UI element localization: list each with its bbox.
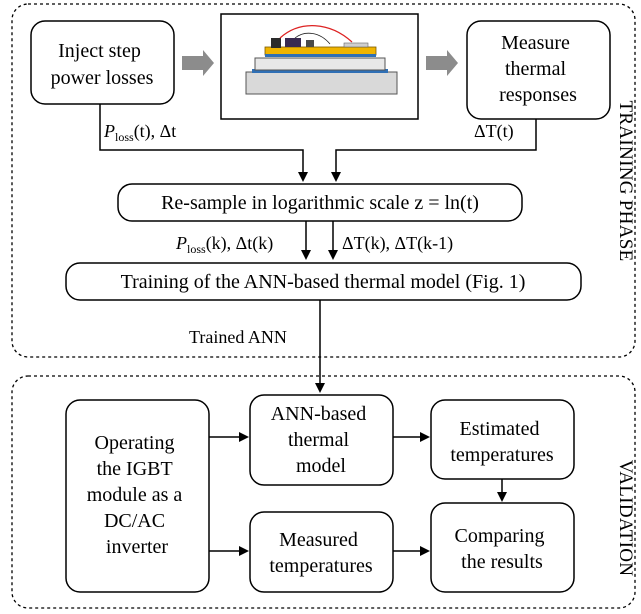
power-module-picture: [245, 25, 398, 95]
comparing-results-text: Comparing the results: [455, 525, 550, 573]
inject-step-text: Inject step power losses: [51, 40, 154, 89]
operating-igbt-text: Operating the IGBT module as a DC/AC inv…: [87, 432, 188, 558]
ann-thermal-model-text: ANN-based thermal model: [271, 403, 372, 477]
training-model-text: Training of the ANN-based thermal model …: [121, 271, 526, 293]
training-phase-frame: [11, 3, 636, 358]
training-model-box: [65, 262, 582, 301]
deltaT-k-label: ΔT(k), ΔT(k-1): [342, 233, 453, 254]
gray-arrow-left: [182, 50, 214, 76]
measure-thermal-text: Measure thermal responses: [499, 32, 577, 106]
measure-thermal-box: [466, 20, 611, 120]
measured-temperatures-text: Measured temperatures: [269, 529, 372, 577]
estimated-temperatures-text: Estimated temperatures: [450, 418, 553, 466]
ploss-t-label: Ploss(t), Δt: [103, 121, 176, 144]
comparing-results-box: [430, 502, 575, 593]
connector-deltaT: [331, 119, 537, 182]
trained-ann-label: Trained ANN: [189, 327, 287, 347]
ann-thermal-model-box: [249, 394, 394, 486]
resample-text: Re-sample in logarithmic scale z = ln(t): [161, 192, 479, 214]
operating-igbt-box: [65, 399, 210, 593]
inject-step-box: [30, 20, 175, 105]
ploss-k-label: Ploss(k), Δt(k): [175, 233, 273, 256]
deltaT-t-label: ΔT(t): [474, 121, 514, 142]
connector-ploss: [99, 104, 308, 182]
training-phase-label: TRAINING PHASE: [615, 101, 636, 262]
gray-arrow-right: [426, 50, 458, 76]
resample-box: [117, 183, 523, 222]
validation-phase-frame: [11, 375, 636, 609]
validation-phase-label: VALIDATION: [615, 460, 636, 577]
measured-temperatures-box: [249, 511, 394, 593]
